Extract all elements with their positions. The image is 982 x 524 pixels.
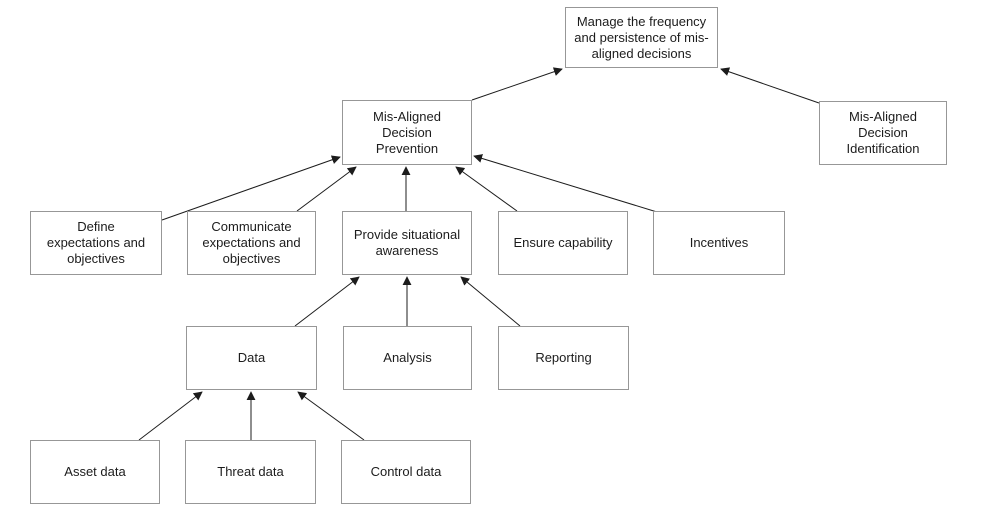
node-define-expectations-objectives: Define expectations and objectives — [30, 211, 162, 275]
edge-prevention-to-top — [471, 67, 563, 101]
node-label: Threat data — [217, 464, 284, 479]
edge-control-to-data — [297, 391, 365, 441]
node-manage-frequency-persistence: Manage the frequency and persistence of … — [565, 7, 718, 68]
edge-incentives-to-prevention — [473, 154, 658, 213]
node-label: Communicate expectations and objectives — [202, 219, 301, 266]
edge-asset-to-data — [138, 391, 203, 441]
node-misaligned-decision-identification: Mis-Aligned Decision Identification — [819, 101, 947, 165]
node-data: Data — [186, 326, 317, 390]
node-analysis: Analysis — [343, 326, 472, 390]
node-label: Incentives — [689, 235, 749, 250]
node-label: Mis-Aligned Decision Prevention — [373, 108, 441, 156]
node-ensure-capability: Ensure capability — [498, 211, 628, 275]
node-communicate-expectations-objectives: Communicate expectations and objectives — [187, 211, 316, 275]
node-label: Ensure capability — [513, 235, 613, 250]
node-label: Manage the frequency and persistence of … — [574, 13, 709, 61]
node-label: Data — [237, 350, 266, 365]
node-asset-data: Asset data — [30, 440, 160, 504]
node-label: Reporting — [535, 350, 592, 365]
node-label: Define expectations and objectives — [46, 219, 146, 266]
node-incentives: Incentives — [653, 211, 785, 275]
node-label: Analysis — [383, 350, 432, 365]
edge-data-to-psa — [294, 276, 360, 327]
node-misaligned-decision-prevention: Mis-Aligned Decision Prevention — [342, 100, 472, 165]
node-provide-situational-awareness: Provide situational awareness — [342, 211, 472, 275]
node-label: Control data — [370, 464, 442, 479]
edge-communicate-to-prevention — [296, 166, 357, 212]
edge-ensure-to-prevention — [455, 166, 518, 212]
node-label: Provide situational awareness — [353, 227, 461, 258]
node-label: Mis-Aligned Decision Identification — [846, 109, 920, 156]
node-reporting: Reporting — [498, 326, 629, 390]
edge-identification-to-top — [720, 67, 820, 104]
node-threat-data: Threat data — [185, 440, 316, 504]
edge-reporting-to-psa — [460, 276, 521, 327]
node-label: Asset data — [64, 464, 126, 479]
node-control-data: Control data — [341, 440, 471, 504]
